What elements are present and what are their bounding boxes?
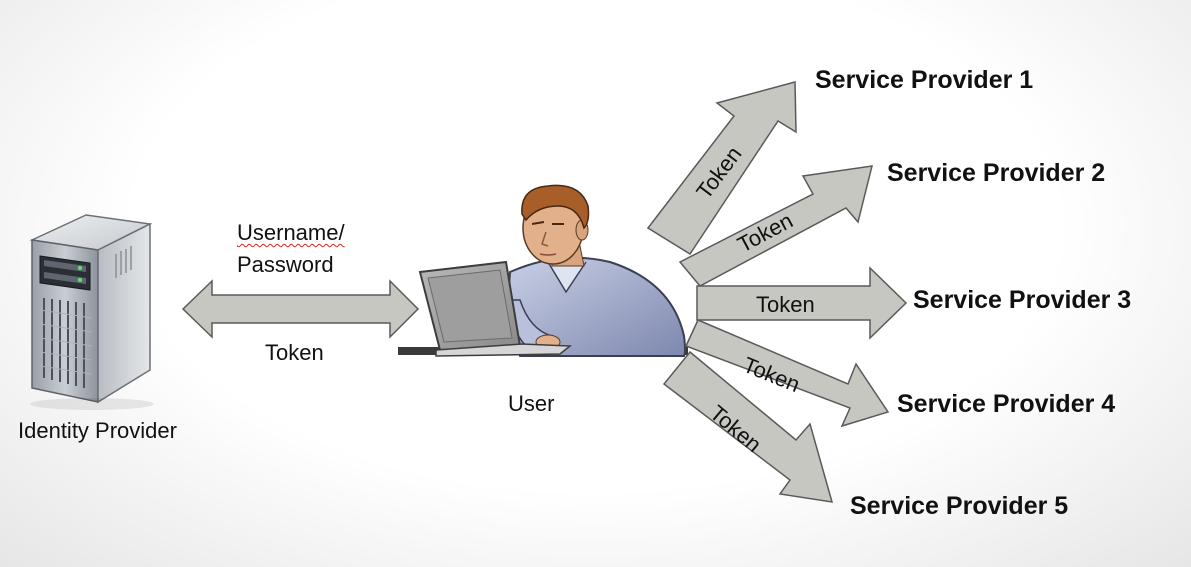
service-provider-1-label: Service Provider 1 (815, 66, 1034, 94)
credentials-label-line1: Username/ (237, 220, 345, 245)
token-label-3: Token (756, 292, 815, 317)
service-provider-3-label: Service Provider 3 (913, 286, 1132, 314)
identity-provider-label: Identity Provider (18, 418, 177, 443)
service-provider-4-label: Service Provider 4 (897, 390, 1116, 418)
token-arrow-2 (678, 165, 873, 287)
token-arrow-5 (662, 350, 834, 503)
credentials-double-arrow (181, 279, 420, 339)
token-arrow-1 (646, 81, 797, 256)
service-provider-5-label: Service Provider 5 (850, 492, 1069, 520)
service-provider-2-label: Service Provider 2 (887, 159, 1106, 187)
credentials-label-line2: Password (237, 252, 334, 277)
server-icon (29, 214, 154, 410)
token-arrows (646, 81, 908, 503)
idp-token-label: Token (265, 340, 324, 365)
user-label: User (508, 391, 555, 416)
token-arrow-4 (684, 319, 890, 428)
token-arrow-3 (696, 266, 908, 340)
user-illustration (398, 184, 688, 357)
